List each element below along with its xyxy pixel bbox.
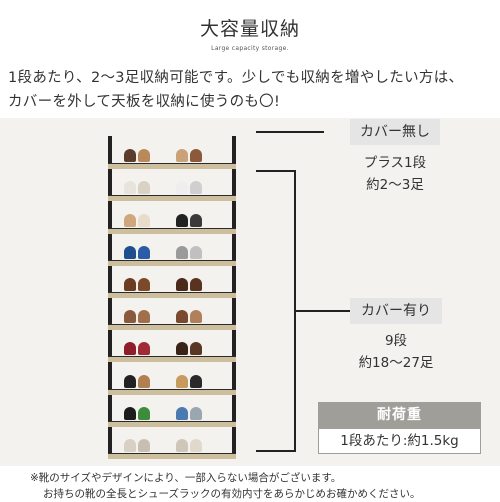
- shoe: [176, 310, 188, 323]
- footnote-line-1: ※靴のサイズやデザインにより、一部入らない場合がございます。: [30, 472, 342, 484]
- shoe: [124, 214, 136, 227]
- rack-shelf: [108, 163, 236, 169]
- shoe: [138, 375, 150, 388]
- shoe: [190, 149, 202, 162]
- shoe: [190, 439, 202, 452]
- rack-shelf: [108, 389, 236, 395]
- intro-line-1: 1段あたり、2～3足収納可能です。少しでも収納を増やしたい方は、: [8, 70, 464, 86]
- shoe-rack-illustration: [108, 136, 236, 459]
- shoe: [176, 278, 188, 291]
- with-cover-note: 9段 約18～27足: [330, 330, 462, 374]
- shoe: [176, 214, 188, 227]
- load-capacity-value: 1段あたり:約1.5kg: [318, 428, 481, 454]
- rack-shelf: [108, 292, 236, 298]
- footnote: ※靴のサイズやデザインにより、一部入らない場合がございます。 お持ちの靴の全長と…: [30, 470, 500, 502]
- shoe: [190, 375, 202, 388]
- shoe: [190, 246, 202, 259]
- with-cover-line-2: 約18～27足: [358, 355, 434, 371]
- shoe: [138, 149, 150, 162]
- shoe: [124, 375, 136, 388]
- shoe: [190, 407, 202, 420]
- page-title: 大容量収納: [199, 18, 300, 40]
- rack-shelf: [108, 324, 236, 330]
- shoe: [138, 278, 150, 291]
- with-cover-label: カバー有り: [350, 298, 442, 324]
- shoe: [190, 278, 202, 291]
- shoe: [124, 278, 136, 291]
- shoe: [176, 407, 188, 420]
- intro-text: 1段あたり、2～3足収納可能です。少しでも収納を増やしたい方は、 カバーを外して…: [8, 66, 494, 114]
- with-cover-line-1: 9段: [384, 333, 408, 349]
- shoe: [176, 439, 188, 452]
- without-cover-note: プラス1段 約2～3足: [340, 152, 450, 196]
- rack-shelf: [108, 260, 236, 266]
- shoe: [124, 407, 136, 420]
- shoe: [176, 181, 188, 194]
- without-cover-line-1: プラス1段: [363, 155, 427, 171]
- rack-shelf: [108, 453, 236, 459]
- shoe: [138, 342, 150, 355]
- shoe: [124, 246, 136, 259]
- rack-shelf: [108, 356, 236, 362]
- shoe: [138, 407, 150, 420]
- without-cover-label: カバー無し: [350, 119, 440, 145]
- shoe: [124, 181, 136, 194]
- shoe: [138, 181, 150, 194]
- bracket-top-arm: [256, 170, 296, 172]
- bracket-bottom-arm: [256, 450, 296, 452]
- rack-shelf: [108, 228, 236, 234]
- shoe: [176, 342, 188, 355]
- shoe: [176, 246, 188, 259]
- shoe: [138, 214, 150, 227]
- rack-shelf: [108, 195, 236, 201]
- load-capacity-title: 耐荷重: [318, 402, 481, 428]
- shoe: [190, 214, 202, 227]
- shoe: [176, 375, 188, 388]
- page-subtitle: Large capacity storage.: [211, 45, 289, 52]
- shoe: [124, 149, 136, 162]
- rack-shelf: [108, 421, 236, 427]
- shoe: [190, 181, 202, 194]
- shoe: [124, 439, 136, 452]
- shoe: [190, 342, 202, 355]
- without-cover-connector: [256, 131, 324, 133]
- with-cover-connector: [294, 310, 350, 312]
- intro-line-2: カバーを外して天板を収納に使うのも〇!: [8, 94, 281, 110]
- shoe: [176, 149, 188, 162]
- shoe: [124, 342, 136, 355]
- without-cover-line-2: 約2～3足: [366, 177, 424, 193]
- shoe: [124, 310, 136, 323]
- shoe: [138, 310, 150, 323]
- shoe: [190, 310, 202, 323]
- footnote-line-2: お持ちの靴の全長とシューズラックの有効内寸をあらかじめお確かめください。: [43, 488, 421, 500]
- shoe: [138, 439, 150, 452]
- shoe: [138, 246, 150, 259]
